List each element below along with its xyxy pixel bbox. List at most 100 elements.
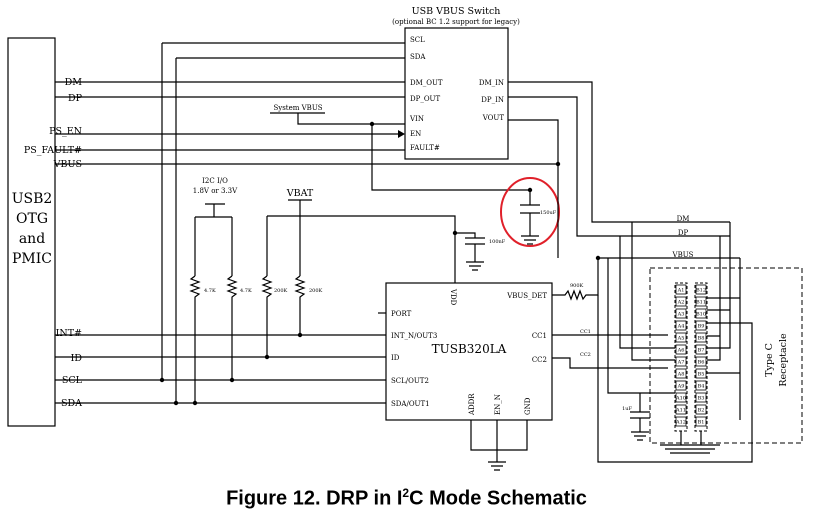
receptacle-label-1: Type C bbox=[764, 343, 775, 377]
switch-pin-fault: FAULT# bbox=[410, 144, 440, 152]
wire-dm-net bbox=[508, 81, 730, 223]
receptacle-pin-a-label: A4 bbox=[677, 324, 685, 330]
net-dm-label: DM bbox=[677, 215, 690, 223]
tusb-pin-sda: SDA/OUT1 bbox=[391, 400, 430, 408]
pmic-pin-dp: DP bbox=[68, 93, 83, 104]
pmic-label-2: OTG bbox=[16, 211, 48, 227]
receptacle-pin-b bbox=[695, 284, 707, 295]
receptacle-pin-b-label: B10 bbox=[696, 312, 706, 318]
switch-pin-dp-out: DP_OUT bbox=[410, 95, 440, 103]
receptacle-pin-a-label: A6 bbox=[677, 348, 685, 354]
wire-dp-a bbox=[619, 236, 675, 349]
res-200k-2-label: 200K bbox=[309, 288, 323, 294]
receptacle-pin-b-label: B7 bbox=[698, 348, 705, 354]
tusb-pin-port: PORT bbox=[391, 310, 412, 318]
switch-pin-sda: SDA bbox=[410, 53, 426, 61]
receptacle-pin-a bbox=[675, 404, 687, 415]
receptacle-pin-b bbox=[695, 416, 707, 427]
system-vbus-label: System VBUS bbox=[273, 104, 322, 112]
receptacle-pin-a bbox=[675, 344, 687, 355]
receptacle-pin-a bbox=[675, 320, 687, 331]
res-200k-1 bbox=[261, 275, 273, 357]
receptacle-pin-b-label: B4 bbox=[698, 384, 705, 390]
receptacle-pin-a bbox=[675, 356, 687, 367]
pmic-label-1: USB2 bbox=[12, 191, 53, 207]
wire-sda-bus bbox=[175, 57, 405, 403]
vbat-rail bbox=[266, 199, 456, 283]
switch-pin-dp-in: DP_IN bbox=[481, 96, 504, 104]
receptacle-pin-b bbox=[695, 392, 707, 403]
receptacle-pin-a-label: A7 bbox=[677, 360, 685, 366]
wire-dp-net bbox=[508, 96, 730, 237]
wire-scl-bus bbox=[161, 42, 405, 380]
wire-vin-cap bbox=[371, 124, 531, 205]
receptacle-pin-a-label: A10 bbox=[675, 396, 686, 402]
cap-1uf bbox=[630, 393, 650, 441]
net-cc2-label: CC2 bbox=[580, 352, 591, 358]
cap-150uf-label: 150uF bbox=[540, 210, 557, 216]
receptacle-pin-a-label: A2 bbox=[677, 300, 685, 306]
switch-pin-scl: SCL bbox=[410, 36, 425, 44]
tusb-pin-addr: ADDR bbox=[468, 393, 476, 416]
res-200k-2 bbox=[294, 275, 306, 335]
tusb-pin-vdd: VDD bbox=[449, 288, 457, 306]
receptacle-pin-a-label: A3 bbox=[677, 312, 685, 318]
receptacle-pin-a bbox=[675, 368, 687, 379]
wire-vout bbox=[508, 119, 559, 258]
cap-150uf bbox=[520, 204, 540, 245]
receptacle-pin-b bbox=[695, 320, 707, 331]
figure-caption: Figure 12. DRP in I2C Mode Schematic bbox=[0, 486, 813, 511]
switch-pin-en: EN bbox=[410, 130, 421, 138]
wire-cc2-b bbox=[597, 295, 753, 463]
caption-prefix: Figure 12. DRP in I bbox=[226, 487, 403, 510]
receptacle-pin-b-label: B9 bbox=[698, 324, 705, 330]
receptacle-pin-a-label: A12 bbox=[675, 420, 686, 426]
cap-1uf-label: 1uF bbox=[622, 406, 632, 412]
switch-pin-vin: VIN bbox=[409, 115, 424, 123]
switch-pin-dm-in: DM_IN bbox=[479, 79, 504, 87]
tusb-pin-int: INT_N/OUT3 bbox=[391, 332, 437, 340]
i2c-io-label-2: 1.8V or 3.3V bbox=[193, 187, 238, 195]
receptacle-pin-b-label: B6 bbox=[698, 360, 705, 366]
receptacle-pin-b-label: B12 bbox=[696, 288, 706, 294]
wire-vbus-conn bbox=[707, 258, 741, 420]
receptacle-pin-b bbox=[695, 404, 707, 415]
system-vbus-wire bbox=[270, 112, 405, 125]
receptacle-pin-a bbox=[675, 284, 687, 295]
pmic-pin-ps-fault: PS_FAULT# bbox=[24, 145, 82, 156]
receptacle-pin-a bbox=[675, 416, 687, 427]
switch-pin-dm-out: DM_OUT bbox=[410, 79, 443, 87]
wire-dp-conn bbox=[707, 236, 721, 361]
res-47k-1 bbox=[189, 275, 201, 380]
i2c-rail bbox=[194, 203, 233, 276]
tusb-pin-en-n: EN_N bbox=[494, 394, 502, 415]
vbus-switch-block bbox=[404, 27, 509, 160]
receptacle-pin-b bbox=[695, 356, 707, 367]
receptacle-pin-a-label: A11 bbox=[675, 408, 686, 414]
tusb320la-block bbox=[385, 282, 553, 421]
receptacle-outline bbox=[649, 267, 803, 444]
res-900k bbox=[552, 257, 740, 301]
receptacle-pin-a bbox=[675, 296, 687, 307]
res-47k-1-label: 4.7K bbox=[204, 288, 216, 294]
receptacle-pin-b-label: B11 bbox=[696, 300, 706, 306]
receptacle-pin-a bbox=[675, 380, 687, 391]
i2c-io-label-1: I2C I/O bbox=[202, 177, 228, 185]
receptacle-pin-a bbox=[675, 308, 687, 319]
receptacle-pin-b bbox=[695, 344, 707, 355]
pmic-pin-id: ID bbox=[71, 353, 83, 364]
res-47k-2 bbox=[226, 275, 238, 380]
receptacle-pin-b bbox=[695, 308, 707, 319]
res-900k-label: 900K bbox=[570, 283, 584, 289]
tusb-pin-id: ID bbox=[391, 354, 400, 362]
pmic-label-3: and bbox=[19, 231, 45, 247]
res-47k-2-label: 4.7K bbox=[240, 288, 252, 294]
receptacle-pin-a-label: A8 bbox=[677, 372, 685, 378]
wire-cc2 bbox=[552, 357, 668, 369]
tusb-pin-scl: SCL/OUT2 bbox=[391, 377, 429, 385]
en-arrow-icon bbox=[398, 130, 405, 138]
res-200k-1-label: 200K bbox=[274, 288, 288, 294]
wire-dm-conn bbox=[707, 222, 731, 349]
cap-100nf bbox=[455, 232, 485, 271]
